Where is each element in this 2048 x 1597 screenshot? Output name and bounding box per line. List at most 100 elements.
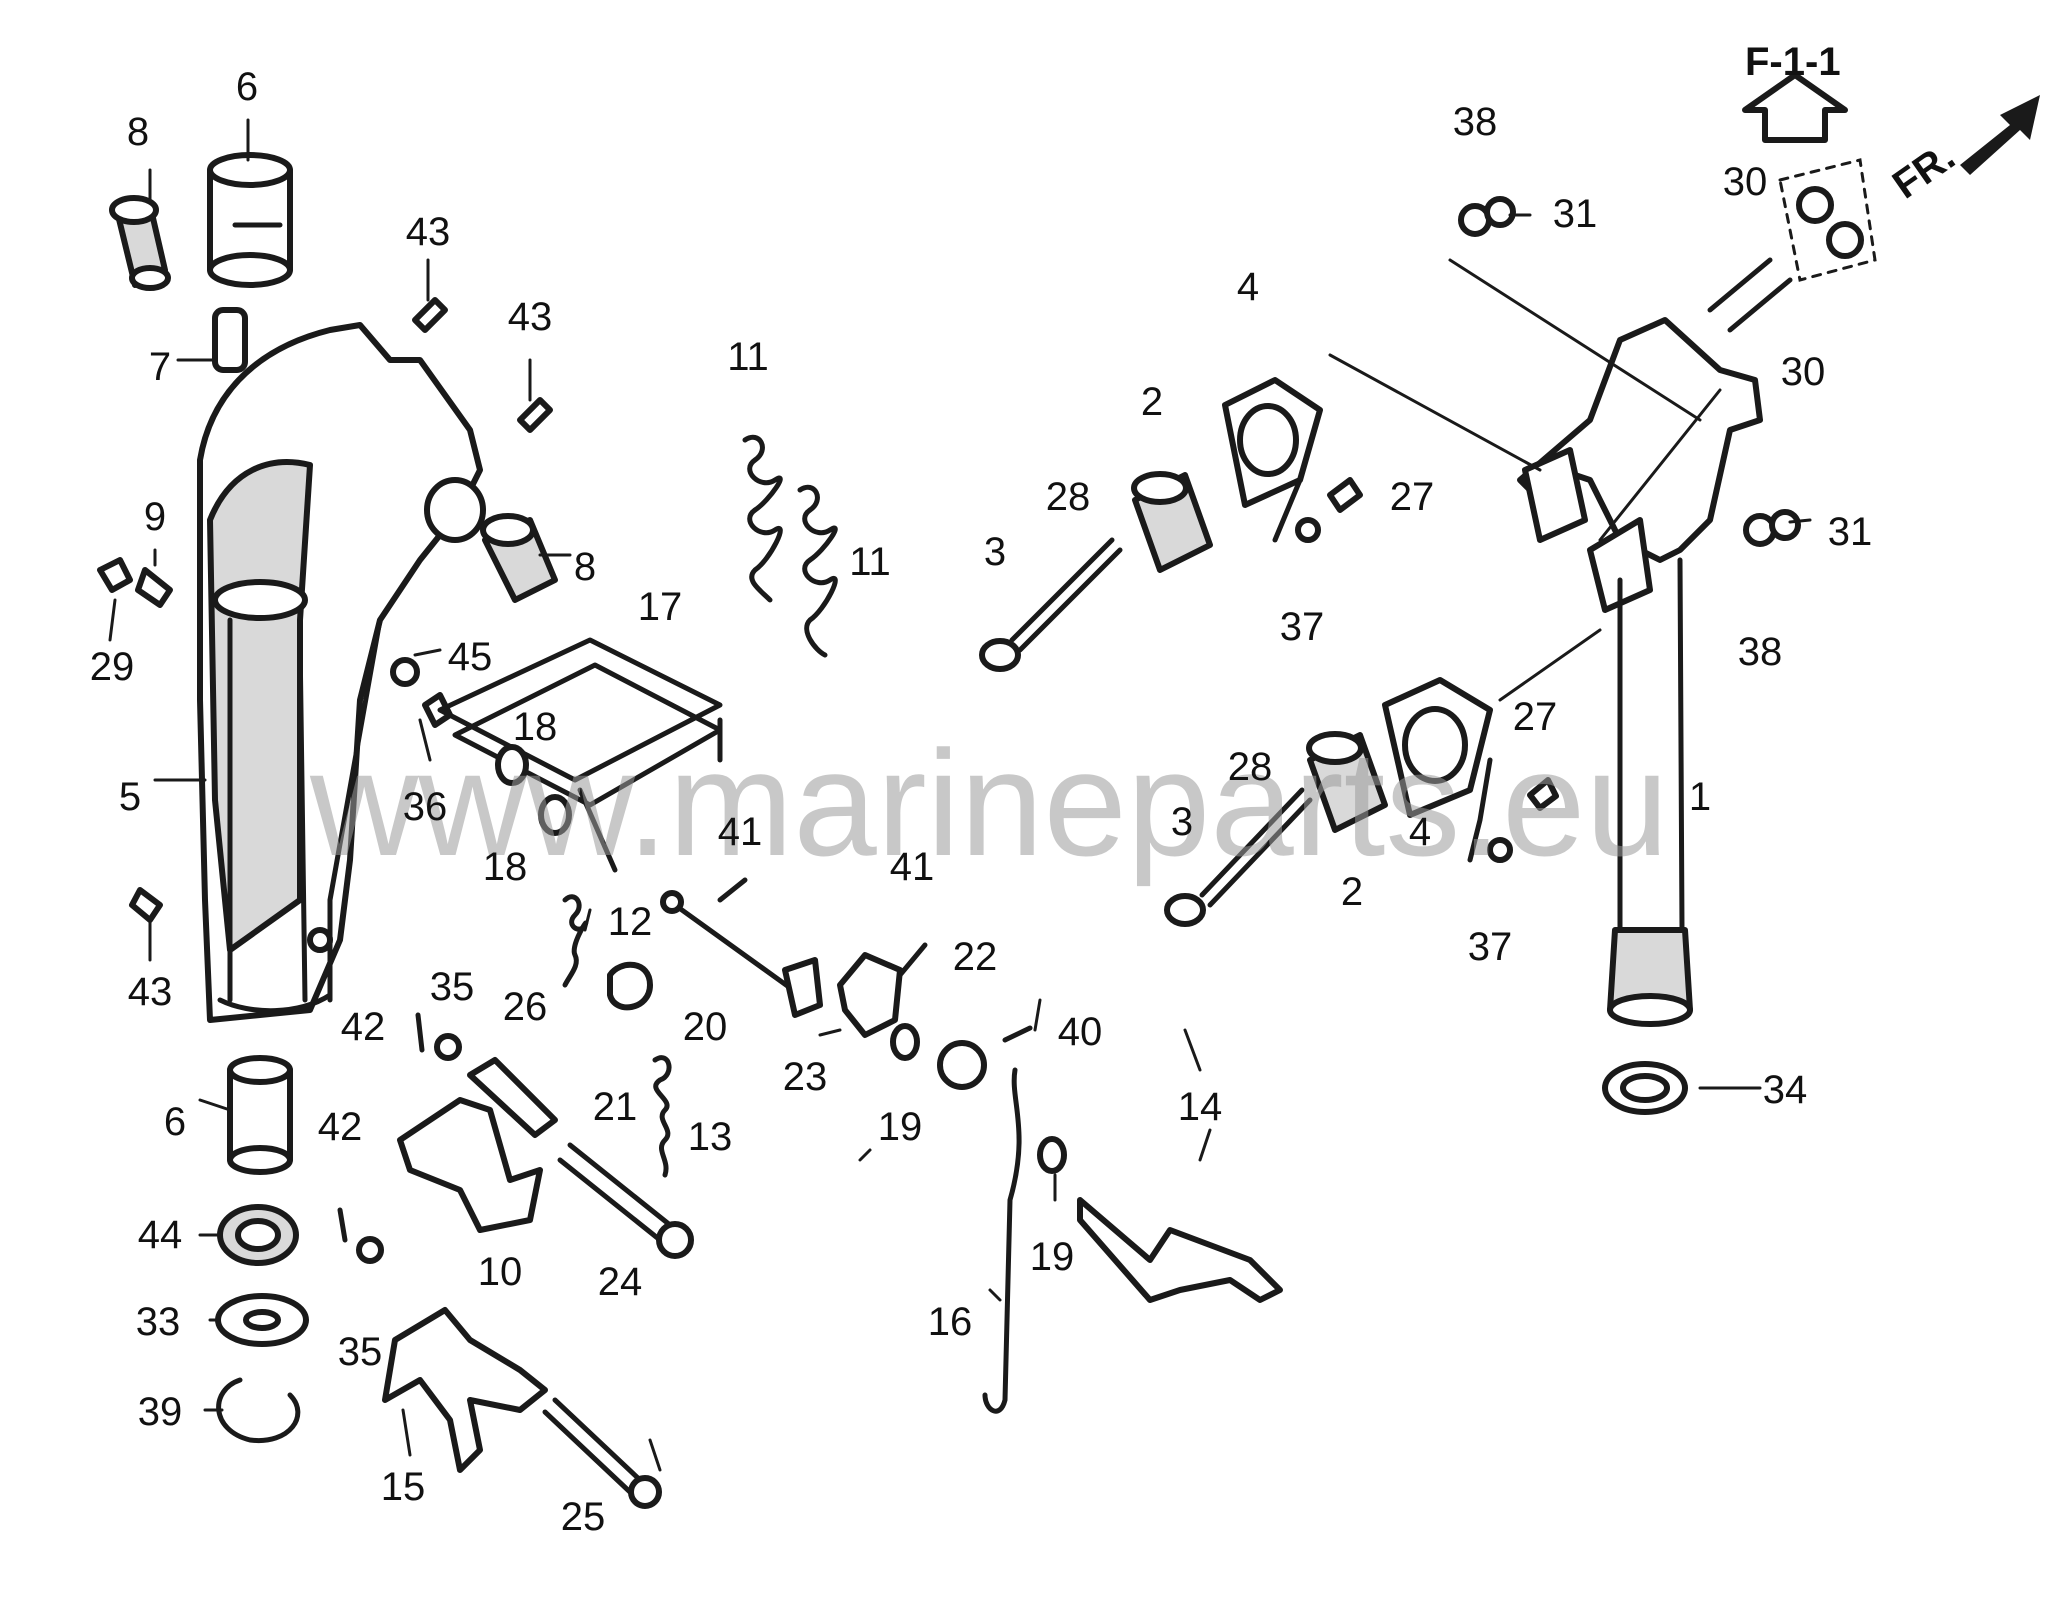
callout-14-c14: 14 [1178, 1085, 1223, 1129]
part-35-washer-a [434, 1033, 462, 1061]
part-39-circlip [216, 1377, 301, 1444]
callout-27-c27b: 27 [1513, 695, 1558, 739]
part-3-collar-lower [1164, 893, 1206, 927]
callout-38-c38b: 38 [1738, 630, 1783, 674]
callout-35-c35b: 35 [338, 1330, 383, 1374]
part-30-stud-b [1727, 277, 1793, 333]
callout-23-c23: 23 [783, 1055, 828, 1099]
callout-1-c1: 1 [1689, 775, 1711, 819]
callout-15-c15: 15 [381, 1465, 426, 1509]
part-7-pin [212, 307, 248, 373]
callout-7-c7: 7 [149, 345, 171, 389]
part-41-pin-a [717, 877, 748, 903]
callout-25-c25: 25 [561, 1495, 606, 1539]
part-45-washer [390, 657, 420, 687]
part-6-collar-top [207, 152, 293, 288]
part-43-bolt-b [517, 397, 553, 433]
callout-28-c28b: 28 [1228, 745, 1273, 789]
callout-39-c39: 39 [138, 1390, 183, 1434]
callout-37-c37b: 37 [1468, 925, 1513, 969]
callout-4-c4b: 4 [1409, 810, 1431, 854]
part-6-collar-lower [227, 1055, 293, 1175]
callout-10-c10: 10 [478, 1250, 523, 1294]
callout-13-c13: 13 [688, 1115, 733, 1159]
callout-28-c28a: 28 [1046, 475, 1091, 519]
callout-31-c31b: 31 [1828, 510, 1873, 554]
callout-40-c40: 40 [1058, 1010, 1103, 1054]
part-1-steering-shaft [1517, 317, 1763, 1027]
callout-21-c21: 21 [593, 1085, 638, 1129]
callout-11-c11a: 11 [727, 335, 769, 379]
part-3-collar-upper [979, 638, 1021, 672]
part-27-bolt-lower [1527, 777, 1559, 811]
callout-43-c43a: 43 [406, 210, 451, 254]
reference-arrow-up [1742, 72, 1848, 143]
part-22-cam [937, 1040, 987, 1090]
callout-2-c2a: 2 [1141, 380, 1163, 424]
callout-8-c8b: 8 [574, 545, 596, 589]
part-41-pin-b [897, 942, 928, 978]
callout-36-c36: 36 [403, 785, 448, 829]
part-24-bolt [557, 1142, 694, 1259]
part-18-bushing-b [538, 794, 572, 836]
callout-43-c43b: 43 [508, 295, 553, 339]
callout-41-c41b: 41 [890, 845, 935, 889]
callout-20-c20: 20 [683, 1005, 728, 1049]
callout-24-c24: 24 [598, 1260, 643, 1304]
nut-b [1826, 221, 1864, 259]
callout-34-c34: 34 [1763, 1068, 1808, 1112]
callout-3-c3b: 3 [1171, 800, 1193, 844]
callout-37-c37a: 37 [1280, 605, 1325, 649]
part-8-bushing-mid [480, 513, 558, 603]
callout-18-c18a: 18 [513, 705, 558, 749]
callout-9-c9: 9 [144, 495, 166, 539]
callout-6-c6a: 6 [236, 65, 258, 109]
part-14-lever [1077, 1197, 1283, 1303]
callout-44-c44: 44 [138, 1213, 183, 1257]
callout-30-c30a: 30 [1723, 160, 1768, 204]
part-23-bracket [837, 952, 903, 1038]
callout-31-c31a: 31 [1553, 192, 1598, 236]
callout-30-c30b: 30 [1781, 350, 1826, 394]
callout-33-c33: 33 [136, 1300, 181, 1344]
part-37-washer-upper [1295, 517, 1321, 543]
callout-5-c5: 5 [119, 775, 141, 819]
callout-12-c12: 12 [608, 900, 653, 944]
part-40-pin [1002, 1025, 1033, 1043]
part-43-bolt-a [412, 297, 448, 333]
part-10-lever [397, 1097, 543, 1233]
part-19-bushing-b [1037, 1136, 1067, 1174]
part-37-washer-lower [1487, 837, 1513, 863]
callout-18-c18b: 18 [483, 845, 528, 889]
part-15-lever [382, 1307, 548, 1473]
callout-19-c19a: 19 [878, 1105, 923, 1149]
part-9-spring [135, 567, 173, 608]
callout-11-c11b: 11 [849, 540, 891, 584]
part-17-bracket-frame [437, 637, 723, 873]
part-35-washer-b [356, 1236, 384, 1264]
watermark-text: www.marineparts.eu [309, 719, 1669, 887]
front-direction-arrow [1960, 95, 2040, 175]
callout-41-c41a: 41 [718, 810, 763, 854]
part-31-nut-upper [1484, 196, 1516, 228]
callout-4-c4a: 4 [1237, 265, 1259, 309]
part-27-bolt-upper [1327, 477, 1363, 513]
callout-43-c43c: 43 [128, 970, 173, 1014]
callout-19-c19b: 19 [1030, 1235, 1075, 1279]
callout-2-c2b: 2 [1341, 870, 1363, 914]
part-8-bushing-top [109, 195, 171, 291]
callout-27-c27a: 27 [1390, 475, 1435, 519]
part-12-spring [562, 894, 589, 988]
part-11-spring-a [742, 435, 783, 603]
callout-3-c3a: 3 [984, 530, 1006, 574]
part-19-bushing-a [890, 1023, 920, 1061]
leader-lines [108, 118, 1812, 1472]
part-25-bolt [542, 1397, 662, 1509]
callout-45-c45: 45 [448, 635, 493, 679]
part-28-bolt-lower [1207, 797, 1313, 908]
part-31-nut-lower [1769, 509, 1801, 541]
callout-8-c8a: 8 [127, 110, 149, 154]
callout-6-c6b: 6 [164, 1100, 186, 1144]
